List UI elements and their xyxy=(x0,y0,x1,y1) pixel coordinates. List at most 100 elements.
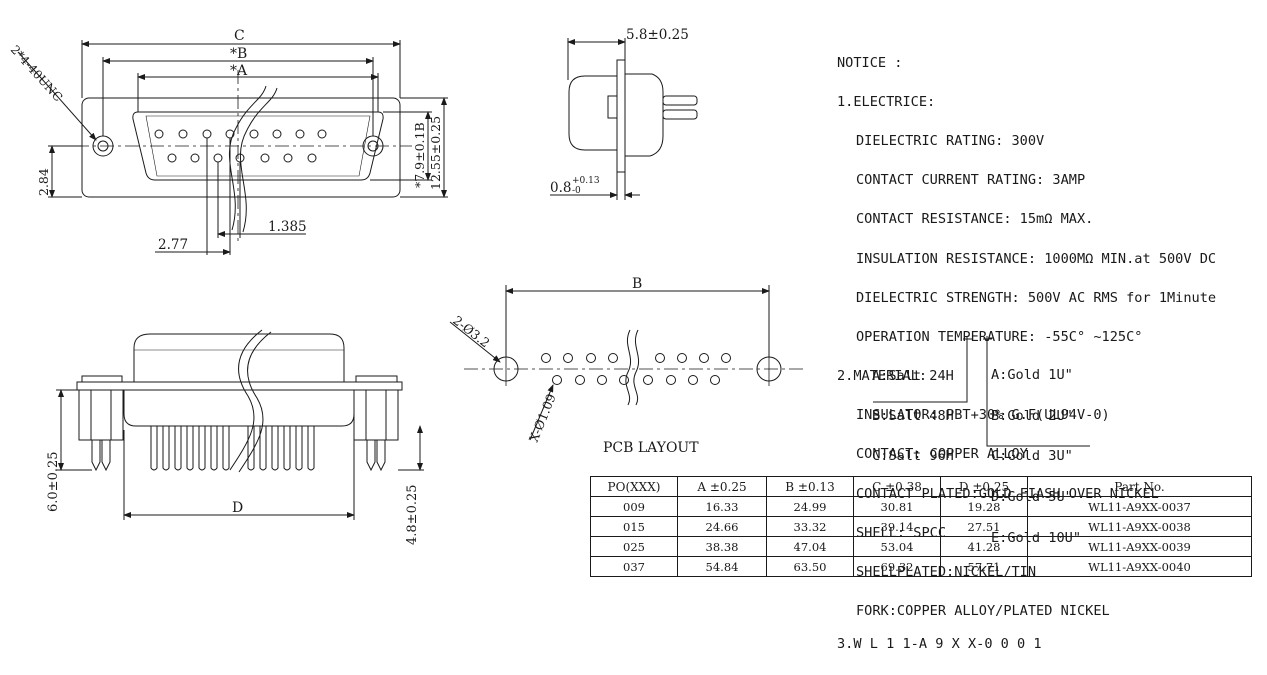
thread-label: 2*4-40UNC xyxy=(8,43,66,105)
side-plate-label: 0.8 xyxy=(550,180,571,196)
bottom-contact-tails xyxy=(150,426,315,471)
side-view-labels: 5.8±0.25 0.8 +0.13 -0 xyxy=(550,27,689,196)
table-cell: 037 xyxy=(590,556,678,577)
front-shell xyxy=(132,111,384,181)
dim-a-label: *A xyxy=(230,63,248,79)
dim-tail-len-label: 4.8±0.25 xyxy=(405,484,420,545)
bottom-fork-left xyxy=(91,440,111,472)
pcb-pin-holes-label: X-Ø1.09 xyxy=(526,391,559,444)
pcb-break-line xyxy=(625,329,632,406)
front-view xyxy=(17,40,448,255)
pcb-labels: B 2-Ø3.2 X-Ø1.09 xyxy=(450,276,642,444)
pcb-layout xyxy=(449,285,806,441)
dim-pitch-row-label: 1.385 xyxy=(268,219,307,235)
pcb-holes-bottom-row xyxy=(552,375,720,385)
electric-line: OPERATION TEMPERATURE: -55C° ~125C° xyxy=(856,328,1143,345)
table-row: 015 24.66 33.32 39.14 27.51 WL11-A9XX-00… xyxy=(590,516,1252,537)
electric-line: CONTACT CURRENT RATING: 3AMP xyxy=(856,172,1086,189)
table-cell: WL11-A9XX-0038 xyxy=(1027,516,1252,537)
salt-options: A:Salt 24H B:Salt 48H C:Salt 96H xyxy=(872,346,954,486)
dim-b-label: *B xyxy=(230,46,247,62)
table-cell: WL11-A9XX-0039 xyxy=(1027,536,1252,557)
gold-option: B:Gold 2U" xyxy=(991,407,1073,424)
electric-title: 1.ELECTRICE: xyxy=(837,93,936,110)
table-cell: 24.66 xyxy=(677,516,767,537)
gold-option: C:Gold 3U" xyxy=(991,448,1073,465)
table-cell: 27.51 xyxy=(940,516,1028,537)
front-flange xyxy=(81,97,401,198)
electric-line: DIELECTRIC STRENGTH: 500V AC RMS for 1Mi… xyxy=(856,289,1217,306)
dim-d-label: D xyxy=(232,500,243,516)
table-cell: 54.84 xyxy=(677,556,767,577)
bottom-shell xyxy=(133,333,345,382)
table-cell: 16.33 xyxy=(677,496,767,517)
ordering-brackets xyxy=(873,336,1090,447)
table-cell: 57.71 xyxy=(940,556,1028,577)
table-header-cell: B ±0.13 xyxy=(766,476,854,497)
bottom-fork-right xyxy=(366,440,386,472)
table-header-cell: PO(XXX) xyxy=(590,476,678,497)
side-depth-label: 5.8±0.25 xyxy=(626,27,689,43)
electric-line: CONTACT RESISTANCE: 15mΩ MAX. xyxy=(856,211,1094,228)
table-cell: 69.32 xyxy=(853,556,941,577)
table-cell: 39.14 xyxy=(853,516,941,537)
front-break-line xyxy=(228,85,267,231)
side-plate xyxy=(616,59,626,173)
table-header-cell: D ±0.25 xyxy=(940,476,1028,497)
technical-drawing: C *B *A 2*4-40UNC *7.9±0.1B 12.55±0.25 2… xyxy=(8,27,1090,545)
pcb-holes-top-row xyxy=(541,353,731,363)
gold-option: A:Gold 1U" xyxy=(991,367,1073,384)
material-title: 2.MATERIAL: xyxy=(837,368,928,385)
salt-option: C:Salt 96H xyxy=(872,448,954,464)
bottom-view-labels: D 6.0±0.25 4.8±0.25 xyxy=(46,451,420,545)
table-cell: 53.04 xyxy=(853,536,941,557)
dim-c-label: C xyxy=(234,28,245,44)
table-cell: 63.50 xyxy=(766,556,854,577)
table-cell: 47.04 xyxy=(766,536,854,557)
bottom-break-line xyxy=(229,329,263,471)
side-pin-lower xyxy=(662,109,698,120)
material-line: INSULATOR: PBT+30% G.F(UL94V-0) xyxy=(856,407,1110,424)
electric-line: DIELECTRIC RATING: 300V xyxy=(856,132,1045,149)
side-plate-tol-low-label: -0 xyxy=(572,186,581,196)
front-pins-top-row xyxy=(154,129,327,139)
side-plate-tol-label: +0.13 xyxy=(572,176,600,186)
dim-pitch-x-label: 2.77 xyxy=(158,237,188,253)
table-cell: 009 xyxy=(590,496,678,517)
salt-option: A:Salt 24H xyxy=(872,368,954,384)
bottom-flange xyxy=(76,381,403,391)
notice-heading: NOTICE : xyxy=(837,54,903,71)
side-shell xyxy=(568,75,617,151)
table-row: 037 54.84 63.50 69.32 57.71 WL11-A9XX-00… xyxy=(590,556,1252,577)
table-row: 025 38.38 47.04 53.04 41.28 WL11-A9XX-00… xyxy=(590,536,1252,557)
table-cell: 38.38 xyxy=(677,536,767,557)
table-cell: 30.81 xyxy=(853,496,941,517)
bottom-boardlock-right xyxy=(353,389,399,441)
bottom-boardlock-left xyxy=(78,389,124,441)
table-cell: 025 xyxy=(590,536,678,557)
dim-height-inner-label: *7.9±0.1B xyxy=(412,122,427,188)
table-cell: WL11-A9XX-0040 xyxy=(1027,556,1252,577)
pcb-layout-title: PCB LAYOUT xyxy=(603,440,699,456)
table-header-cell: Part No. xyxy=(1027,476,1252,497)
dim-height-outer-label: 12.55±0.25 xyxy=(428,116,443,190)
side-view xyxy=(550,38,698,200)
dim-pin-len-label: 6.0±0.25 xyxy=(46,451,61,512)
table-row: 009 16.33 24.99 30.81 19.28 WL11-A9XX-00… xyxy=(590,496,1252,517)
pcb-mount-holes-label: 2-Ø3.2 xyxy=(450,313,493,351)
bottom-insulator xyxy=(123,390,355,427)
material-line: CONTACT: COPPER ALLOY xyxy=(856,446,1028,463)
side-pin-upper xyxy=(662,95,698,106)
table-cell: 015 xyxy=(590,516,678,537)
front-pins-bottom-row xyxy=(167,153,317,163)
table-cell: 24.99 xyxy=(766,496,854,517)
bottom-view xyxy=(56,329,424,520)
table-header-cell: A ±0.25 xyxy=(677,476,767,497)
dim-left-label: 2.84 xyxy=(36,168,51,196)
side-insulator xyxy=(625,73,664,157)
table-header-cell: C ±0.38 xyxy=(853,476,941,497)
table-cell: 19.28 xyxy=(940,496,1028,517)
table-header-row: PO(XXX) A ±0.25 B ±0.13 C ±0.38 D ±0.25 … xyxy=(590,476,1252,497)
table-cell: WL11-A9XX-0037 xyxy=(1027,496,1252,517)
table-cell: 33.32 xyxy=(766,516,854,537)
